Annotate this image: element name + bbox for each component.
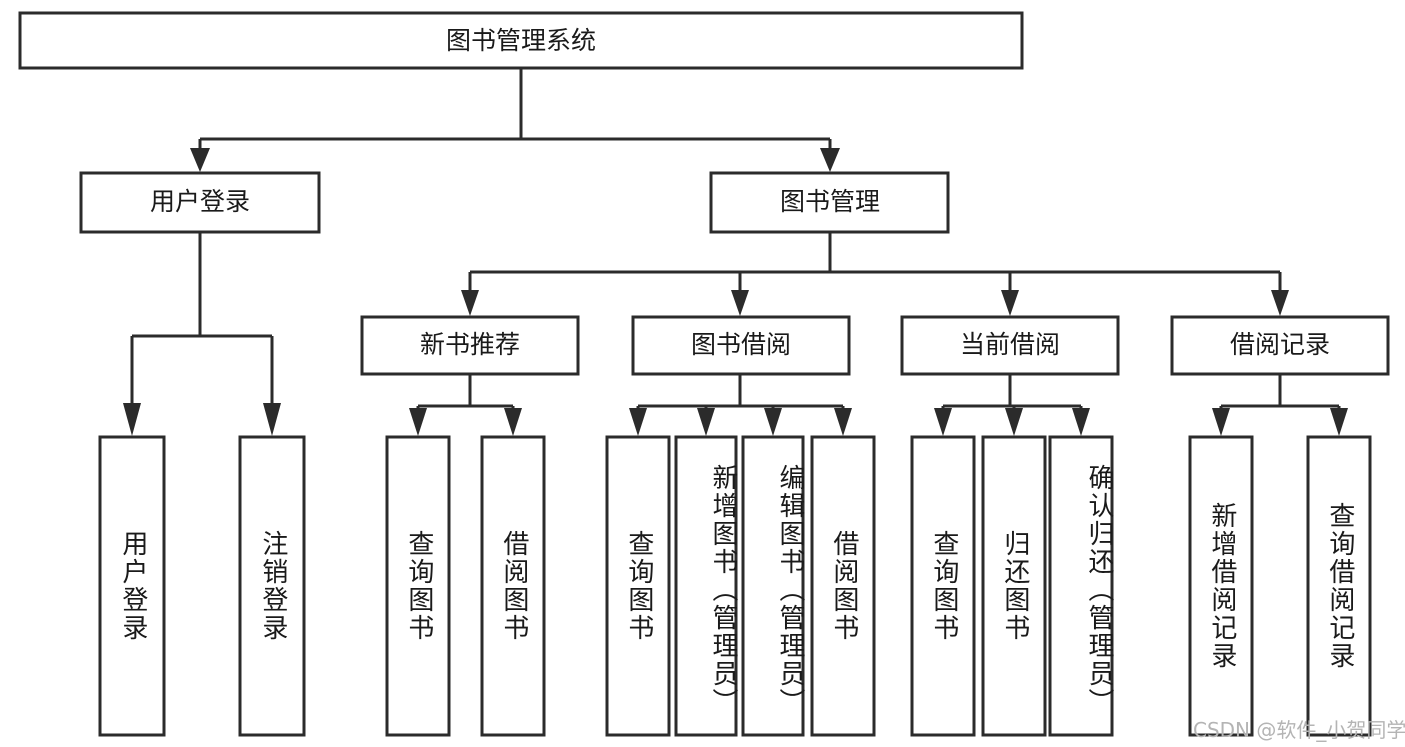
arrow-head-book-management — [820, 148, 840, 172]
node-new-book-recommend[interactable]: 新书推荐 — [360, 315, 580, 376]
node-book-borrow[interactable]: 图书借阅 — [631, 315, 851, 376]
leaf-query-book-bb-box[interactable] — [605, 435, 671, 737]
node-current-borrow-label: 当前借阅 — [960, 330, 1060, 359]
arrow-head-leaf-user-login — [123, 403, 141, 436]
arrow-head-borrow-records — [1271, 290, 1289, 316]
leaf-add-book-admin-box[interactable] — [674, 435, 738, 737]
arrow-head-leaf-query-borrow-record — [1330, 408, 1348, 436]
node-root-box[interactable] — [18, 11, 1024, 70]
node-user-login-box[interactable] — [79, 171, 321, 234]
leaf-borrow-book-nbr-box[interactable] — [480, 435, 546, 737]
arrow-head-leaf-logout — [263, 403, 281, 436]
node-new-book-recommend-box[interactable] — [360, 315, 580, 376]
node-current-borrow[interactable]: 当前借阅 — [900, 315, 1120, 376]
leaf-confirm-return-admin-box[interactable] — [1048, 435, 1114, 737]
leaf-box-layer — [98, 435, 1372, 737]
arrow-head-user-login — [190, 148, 210, 172]
arrow-head-leaf-add-book-admin — [697, 408, 715, 436]
node-user-login-label: 用户登录 — [150, 187, 250, 216]
leaf-query-book-nbr-box[interactable] — [385, 435, 451, 737]
leaf-user-login-box[interactable] — [98, 435, 166, 737]
arrow-head-leaf-query-book-bb — [629, 408, 647, 436]
leaf-logout-box[interactable] — [238, 435, 306, 737]
arrow-head-leaf-query-book-cb — [934, 408, 952, 436]
arrow-head-current-borrow — [1001, 290, 1019, 316]
node-borrow-records-box[interactable] — [1170, 315, 1390, 376]
arrow-head-leaf-return-book — [1005, 408, 1023, 436]
arrow-head-leaf-add-borrow-record — [1212, 408, 1230, 436]
arrow-head-leaf-borrow-book-nbr — [504, 408, 522, 436]
connector-layer — [123, 68, 1348, 436]
node-borrow-records-label: 借阅记录 — [1230, 330, 1330, 359]
leaf-edit-book-admin-box[interactable] — [741, 435, 805, 737]
node-book-management[interactable]: 图书管理 — [709, 171, 950, 234]
node-root[interactable]: 图书管理系统 — [18, 11, 1024, 70]
arrow-head-leaf-borrow-book-bb — [834, 408, 852, 436]
arrow-head-leaf-confirm-return-admin — [1072, 408, 1090, 436]
node-root-label: 图书管理系统 — [446, 26, 596, 55]
arrow-head-leaf-query-book-nbr — [409, 408, 427, 436]
leaf-query-borrow-record-box[interactable] — [1306, 435, 1372, 737]
leaf-query-book-cb-box[interactable] — [910, 435, 976, 737]
csdn-watermark: CSDN @软件_小贺同学 — [1193, 718, 1405, 742]
node-book-borrow-label: 图书借阅 — [691, 330, 791, 359]
node-book-management-label: 图书管理 — [780, 187, 880, 216]
node-book-borrow-box[interactable] — [631, 315, 851, 376]
leaf-add-borrow-record-box[interactable] — [1188, 435, 1254, 737]
arrow-head-new-book-recommend — [461, 290, 479, 316]
node-current-borrow-box[interactable] — [900, 315, 1120, 376]
node-new-book-recommend-label: 新书推荐 — [420, 330, 520, 359]
node-user-login[interactable]: 用户登录 — [79, 171, 321, 234]
node-borrow-records[interactable]: 借阅记录 — [1170, 315, 1390, 376]
arrow-head-leaf-edit-book-admin — [764, 408, 782, 436]
arrow-head-book-borrow — [731, 290, 749, 316]
node-book-management-box[interactable] — [709, 171, 950, 234]
leaf-return-book-box[interactable] — [981, 435, 1047, 737]
leaf-borrow-book-bb-box[interactable] — [810, 435, 876, 737]
